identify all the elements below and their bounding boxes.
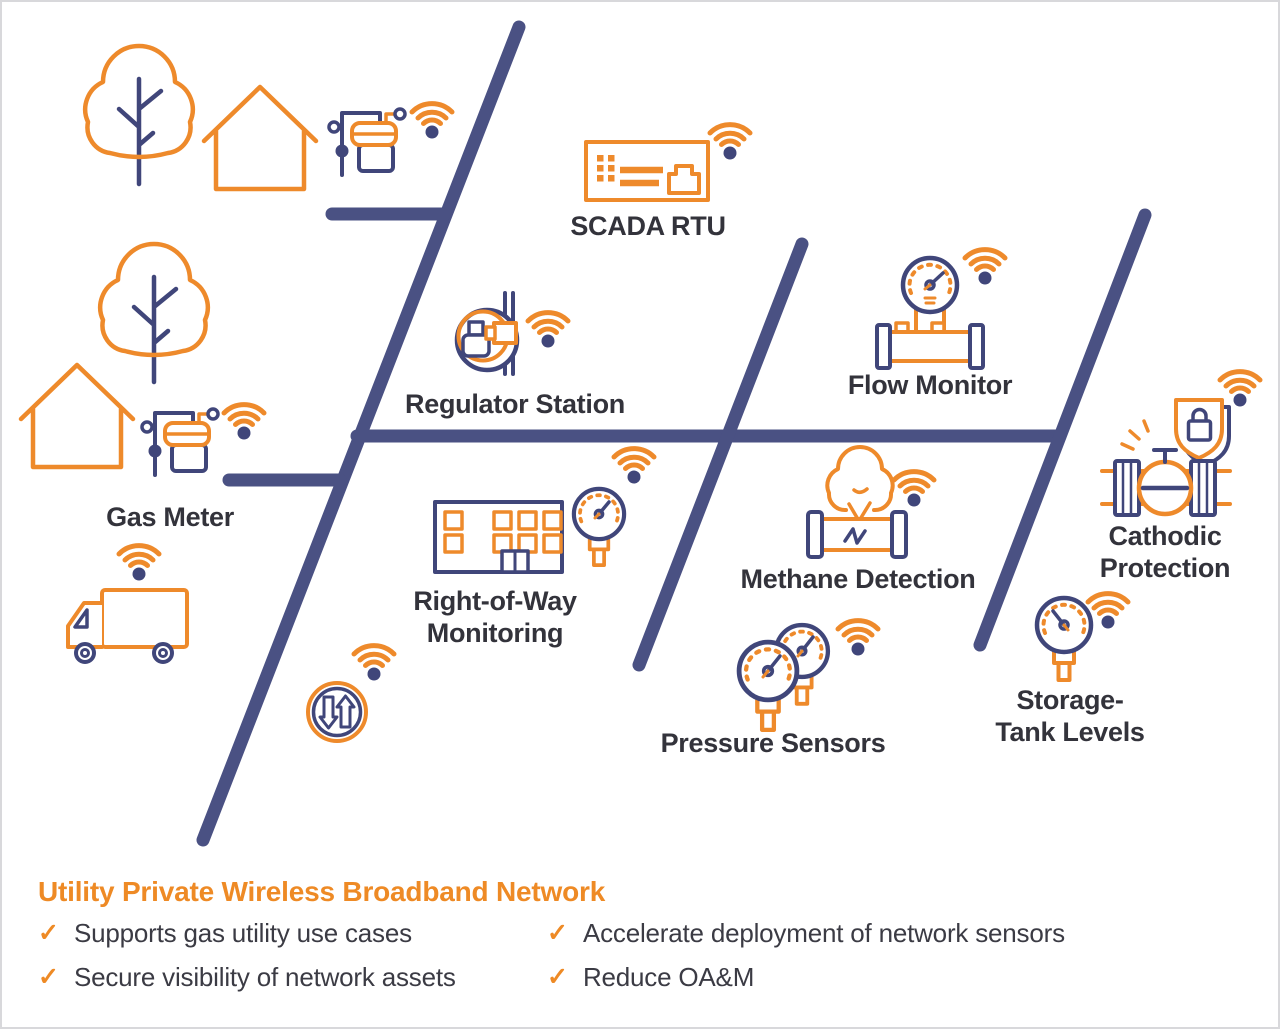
- wifi-signal-icon: [1220, 372, 1260, 407]
- check-icon: ✓: [547, 962, 568, 991]
- wifi-signal-icon: [528, 313, 568, 348]
- gas-meter-icon: [327, 107, 407, 177]
- legend-column-right: ✓ Accelerate deployment of network senso…: [547, 918, 1065, 1005]
- regulator-valve-icon: [454, 291, 520, 376]
- label-right-of-way-monitoring: Right-of-Way Monitoring: [413, 586, 577, 648]
- label-regulator-station: Regulator Station: [405, 389, 625, 419]
- network-line: [973, 208, 1152, 652]
- monitoring-building-icon: [433, 489, 624, 574]
- legend-item-text: Secure visibility of network assets: [73, 961, 456, 992]
- network-backbone: [196, 20, 1152, 847]
- service-truck-icon: [66, 588, 189, 664]
- legend-item: ✓ Supports gas utility use cases: [38, 918, 456, 950]
- legend-item: ✓ Secure visibility of network assets: [38, 962, 456, 994]
- house-icon: [21, 365, 133, 467]
- label-cathodic-protection: Cathodic Protection: [1099, 521, 1231, 583]
- gas-meter-icon: [140, 407, 220, 477]
- legend-title: Utility Private Wireless Broadband Netwo…: [38, 876, 606, 907]
- wifi-signal-icon: [119, 546, 159, 581]
- wifi-signal-icon: [894, 472, 934, 507]
- legend-item-text: Accelerate deployment of network sensors: [582, 918, 1065, 948]
- label-flow-monitor: Flow Monitor: [847, 370, 1013, 400]
- wifi-signal-icon: [614, 449, 654, 484]
- check-icon: ✓: [38, 962, 59, 991]
- network-diagram: [2, 20, 1280, 847]
- scada-rtu-panel-icon: [584, 140, 710, 202]
- tree-icon: [100, 244, 208, 382]
- legend-item-text: Reduce OA&M: [582, 961, 755, 992]
- label-scada-rtu: SCADA RTU: [570, 211, 726, 241]
- wifi-signal-icon: [412, 104, 452, 139]
- wifi-signal-icon: [965, 250, 1005, 285]
- label-storage-tank-levels: Storage-Tank Levels: [995, 685, 1145, 747]
- wifi-signal-icon: [354, 646, 394, 681]
- check-icon: ✓: [547, 919, 568, 947]
- data-transfer-arrows-icon: [306, 681, 368, 743]
- wifi-signal-icon: [224, 405, 264, 440]
- legend-item: ✓ Accelerate deployment of network senso…: [547, 918, 1065, 950]
- label-pressure-sensors: Pressure Sensors: [660, 728, 886, 758]
- network-line: [632, 237, 809, 672]
- check-icon: ✓: [38, 919, 59, 947]
- wifi-signal-icon: [710, 125, 750, 160]
- label-methane-detection: Methane Detection: [740, 564, 976, 594]
- legend-item-text: Supports gas utility use cases: [73, 918, 412, 948]
- house-icon: [204, 87, 316, 189]
- wifi-signal-icon: [838, 621, 878, 656]
- legend-item: ✓ Reduce OA&M: [547, 962, 1065, 994]
- flow-meter-icon: [875, 258, 985, 370]
- methane-leak-icon: [806, 445, 908, 559]
- label-gas-meter: Gas Meter: [106, 502, 234, 532]
- legend-column-left: ✓ Supports gas utility use cases ✓ Secur…: [38, 918, 456, 1005]
- pressure-gauge-icon: [1037, 598, 1091, 682]
- cathodic-valve-shield-icon: [1100, 398, 1232, 517]
- pressure-gauge-icon: [739, 625, 828, 730]
- wifi-signal-icon: [1088, 594, 1128, 629]
- tree-icon: [85, 46, 193, 184]
